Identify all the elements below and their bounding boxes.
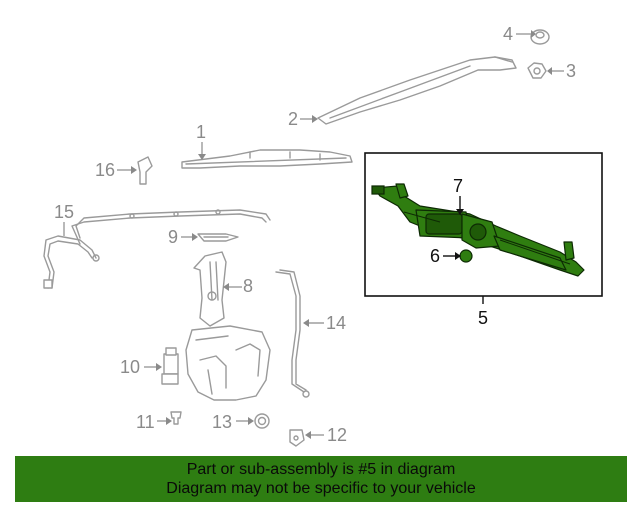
part-14-hose[interactable] — [275, 269, 310, 398]
callout-3: 3 — [566, 61, 576, 81]
part-10-pump[interactable] — [161, 347, 179, 385]
part-2-wiper-arm[interactable] — [317, 56, 517, 125]
part-11-grommet[interactable] — [170, 411, 182, 425]
part-16-cap[interactable] — [137, 156, 153, 185]
callout-6: 6 — [430, 246, 440, 266]
arrowhead-2 — [312, 115, 318, 123]
banner-line-1: Part or sub-assembly is #5 in diagram — [186, 461, 456, 478]
callout-11: 11 — [136, 412, 155, 432]
callout-5: 5 — [478, 308, 488, 328]
arrowhead-12 — [305, 431, 311, 439]
arrowhead-1 — [198, 154, 206, 160]
arrowhead-14 — [303, 319, 309, 327]
part-12-clip[interactable] — [289, 429, 305, 447]
arrowhead-3 — [547, 67, 552, 75]
callout-15: 15 — [54, 202, 74, 222]
callout-12: 12 — [327, 425, 347, 445]
part-9-seal[interactable] — [197, 233, 239, 242]
arrowhead-10 — [156, 363, 162, 371]
part-5-wiper-linkage-motor[interactable] — [371, 183, 585, 277]
part-8-filler-neck[interactable] — [193, 251, 227, 327]
arrowhead-16 — [131, 166, 137, 174]
part-4-nut[interactable] — [530, 29, 550, 45]
part-15-washer-hose[interactable] — [43, 209, 271, 289]
callout-10: 10 — [120, 357, 140, 377]
callout-7: 7 — [453, 176, 463, 196]
parts-diagram: 4 3 2 1 16 15 — [43, 24, 603, 447]
arrowhead-11 — [166, 417, 172, 425]
arrowhead-6 — [455, 252, 461, 260]
arrowhead-7 — [456, 209, 464, 215]
part-3-nut[interactable] — [527, 62, 547, 79]
info-banner: Part or sub-assembly is #5 in diagram Di… — [15, 456, 627, 502]
callout-8: 8 — [243, 276, 253, 296]
callout-9: 9 — [168, 227, 178, 247]
washer-reservoir[interactable] — [185, 325, 271, 401]
banner-line-2: Diagram may not be specific to your vehi… — [166, 480, 476, 497]
callout-2: 2 — [288, 109, 298, 129]
callout-1: 1 — [196, 122, 206, 142]
arrowhead-8 — [223, 283, 229, 291]
part-13-grommet[interactable] — [254, 413, 270, 429]
callout-16: 16 — [95, 160, 115, 180]
arrowhead-4 — [531, 30, 536, 38]
callout-13: 13 — [212, 412, 232, 432]
arrowhead-9 — [192, 233, 198, 241]
callout-14: 14 — [326, 313, 346, 333]
part-1-wiper-blade[interactable] — [181, 149, 353, 169]
arrowhead-13 — [248, 417, 254, 425]
callout-4: 4 — [503, 24, 513, 44]
